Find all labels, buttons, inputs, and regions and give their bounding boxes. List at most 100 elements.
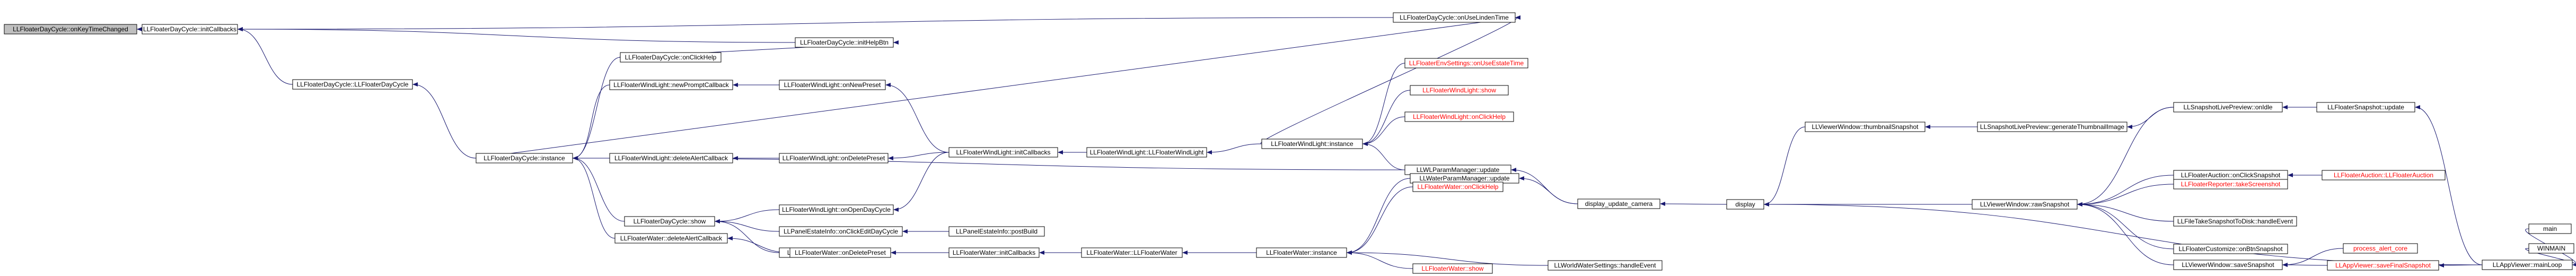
node-instance_dc[interactable]: LLFloaterDayCycle::instance — [476, 153, 573, 163]
node-box — [609, 153, 733, 163]
node-box — [1261, 139, 1363, 149]
node-box — [1404, 58, 1528, 68]
node-deleteAlert_wl[interactable]: LLFloaterWindLight::deleteAlertCallback — [609, 153, 733, 163]
node-box — [795, 37, 894, 48]
node-label: LLFloaterWindLight::onNewPreset — [784, 81, 881, 89]
node-box — [4, 24, 137, 34]
node-label: LLFloaterSnapshot::update — [2327, 104, 2404, 111]
node-box — [779, 153, 889, 163]
node-box — [948, 147, 1058, 158]
node-box — [779, 226, 903, 237]
node-box — [1081, 247, 1183, 258]
node-label: LLFloaterWindLight::instance — [1271, 140, 1353, 148]
node-label: LLFloaterWindLight::onClickHelp — [1413, 113, 1506, 120]
node-root[interactable]: LLFloaterDayCycle::onKeyTimeChanged — [4, 24, 137, 34]
node-mainLoop[interactable]: LLAppViewer::mainLoop — [2482, 260, 2573, 270]
node-label: LLFloaterDayCycle::initCallbacks — [143, 25, 236, 33]
node-box — [1412, 263, 1493, 274]
node-box — [2343, 243, 2418, 254]
node-initCallbacks_fw[interactable]: LLFloaterWater::initCallbacks — [948, 247, 1040, 258]
edge-fileTake-to-rawSnap — [2077, 202, 2174, 222]
node-winmain[interactable]: WINMAIN — [2528, 243, 2574, 254]
node-useLinden[interactable]: LLFloaterDayCycle::onUseLindenTime — [1393, 12, 1516, 23]
edge-newPrompt-to-instance_dc — [573, 84, 610, 160]
node-box — [1412, 182, 1504, 192]
node-onClickHelp_wl[interactable]: LLFloaterWindLight::onClickHelp — [1404, 111, 1514, 122]
node-label: LLFloaterWindLight::newPromptCallback — [613, 81, 729, 89]
node-fileTake[interactable]: LLFileTakeSnapshotToDisk::handleEvent — [2173, 216, 2297, 227]
node-newPrompt[interactable]: LLFloaterWindLight::newPromptCallback — [609, 80, 733, 90]
node-main[interactable]: main — [2528, 223, 2572, 234]
node-label: LLFloaterDayCycle::onUseLindenTime — [1400, 14, 1509, 21]
node-deleteAlert_fw[interactable]: LLFloaterWater::deleteAlertCallback — [614, 233, 728, 244]
node-box — [948, 226, 1045, 237]
node-box — [1410, 85, 1509, 96]
edge-handleEvent_dc-to-show_dc — [715, 219, 780, 253]
node-onIdle[interactable]: LLSnapshotLivePreview::onIdle — [2173, 102, 2283, 113]
node-label: WINMAIN — [2537, 245, 2565, 252]
node-thumbSnap[interactable]: LLViewerWindow::thumbnailSnapshot — [1805, 122, 1926, 132]
node-envSettings[interactable]: LLFloaterEnvSettings::onUseEstateTime — [1404, 58, 1528, 68]
node-onClickSnapshot[interactable]: LLFloaterAuction::onClickSnapshot — [2173, 170, 2288, 180]
edge-onClickHelp_dc-to-instance_dc — [573, 57, 621, 160]
edge-show_dc-to-instance_dc — [573, 156, 625, 222]
edge-onClickEditDC-to-show_dc — [715, 219, 780, 232]
node-label: LLFloaterCustomize::onBtnSnapshot — [2178, 245, 2283, 253]
node-onNewPreset[interactable]: LLFloaterWindLight::onNewPreset — [779, 80, 886, 90]
node-show_wl[interactable]: LLFloaterWindLight::show — [1410, 85, 1509, 96]
node-show_dc[interactable]: LLFloaterDayCycle::show — [624, 216, 715, 227]
edge-envSettings-to-instance_wl — [1362, 63, 1405, 146]
node-label: LLFloaterWater::deleteAlertCallback — [620, 235, 723, 242]
node-onBtnSnap[interactable]: LLFloaterCustomize::onBtnSnapshot — [2173, 244, 2288, 254]
node-alertCore[interactable]: process_alert_core — [2343, 243, 2418, 254]
node-wlparam_update[interactable]: LLWLParamManager::update — [1404, 165, 1511, 175]
node-initHelpBtn[interactable]: LLFloaterDayCycle::initHelpBtn — [795, 37, 894, 48]
node-box — [1977, 122, 2127, 132]
node-box — [1548, 260, 1663, 271]
node-initCallbacks_dc[interactable]: LLFloaterDayCycle::initCallbacks — [142, 24, 238, 34]
node-ctor_wl[interactable]: LLFloaterWindLight::LLFloaterWindLight — [1086, 147, 1207, 158]
node-box — [2316, 102, 2415, 113]
edge-saveSnap-to-rawSnap — [2077, 202, 2174, 265]
node-label: LLFloaterWindLight::onDeletePreset — [783, 154, 885, 162]
node-takeScreenshot[interactable]: LLFloaterReporter::takeScreenshot — [2173, 179, 2288, 189]
node-show_fw[interactable]: LLFloaterWater::show — [1412, 263, 1493, 274]
node-waterSettings_he[interactable]: LLWorldWaterSettings::handleEvent — [1548, 260, 1663, 271]
node-onClickHelp_dc[interactable]: LLFloaterDayCycle::onClickHelp — [620, 52, 722, 63]
node-label: LLFloaterWater::show — [1422, 265, 1484, 272]
node-label: LLFloaterDayCycle::onKeyTimeChanged — [13, 25, 128, 33]
node-label: LLFloaterEnvSettings::onUseEstateTime — [1409, 59, 1524, 67]
node-box — [948, 247, 1040, 258]
edge-onClickHelp_wl-to-instance_wl — [1362, 116, 1405, 146]
node-label: LLFloaterWindLight::show — [1422, 87, 1496, 94]
node-onOpenDayCycle[interactable]: LLFloaterWindLight::onOpenDayCycle — [779, 204, 894, 215]
node-label: LLFloaterWindLight::initCallbacks — [956, 149, 1050, 156]
node-box — [779, 204, 894, 215]
node-snapUpdate[interactable]: LLFloaterSnapshot::update — [2316, 102, 2415, 113]
node-instance_fw[interactable]: LLFloaterWater::instance — [1256, 247, 1347, 258]
edge-winmain-to-mainLoop — [2525, 248, 2576, 267]
node-genThumb[interactable]: LLSnapshotLivePreview::generateThumbnail… — [1977, 122, 2127, 132]
node-rawSnap[interactable]: LLViewerWindow::rawSnapshot — [1972, 199, 2078, 210]
node-initCallbacks_wl[interactable]: LLFloaterWindLight::initCallbacks — [948, 147, 1058, 158]
node-display[interactable]: display — [1726, 199, 1764, 210]
edge-waterparam_update-to-instance_fw — [1347, 178, 1411, 255]
node-ctor_fw[interactable]: LLFloaterWater::LLFloaterWater — [1081, 247, 1183, 258]
node-onClickHelp_fw[interactable]: LLFloaterWater::onClickHelp — [1412, 182, 1504, 192]
node-saveSnap[interactable]: LLViewerWindow::saveSnapshot — [2173, 260, 2283, 270]
node-label: LLAppViewer::mainLoop — [2493, 261, 2562, 269]
node-onDeletePreset_wl[interactable]: LLFloaterWindLight::onDeletePreset — [779, 153, 889, 163]
node-instance_wl[interactable]: LLFloaterWindLight::instance — [1261, 139, 1363, 149]
node-onClickEditDC[interactable]: LLPanelEstateInfo::onClickEditDayCycle — [779, 226, 903, 237]
node-label: LLAppViewer::saveFinalSnapshot — [2335, 262, 2431, 269]
node-disp_update_cam[interactable]: display_update_camera — [1577, 199, 1660, 209]
node-waterparam_update[interactable]: LLWaterParamManager::update — [1410, 173, 1519, 184]
node-saveFinal[interactable]: LLAppViewer::saveFinalSnapshot — [2327, 260, 2439, 271]
node-ctor_dc[interactable]: LLFloaterDayCycle::LLFloaterDayCycle — [292, 79, 413, 90]
node-label: LLFloaterDayCycle::LLFloaterDayCycle — [297, 81, 409, 88]
node-auctionCtor[interactable]: LLFloaterAuction::LLFloaterAuction — [2322, 170, 2446, 180]
node-postBuild[interactable]: LLPanelEstateInfo::postBuild — [948, 226, 1045, 237]
node-box — [2528, 243, 2574, 254]
node-onDeletePreset_fw[interactable]: LLFloaterWater::onDeletePreset — [789, 247, 891, 258]
